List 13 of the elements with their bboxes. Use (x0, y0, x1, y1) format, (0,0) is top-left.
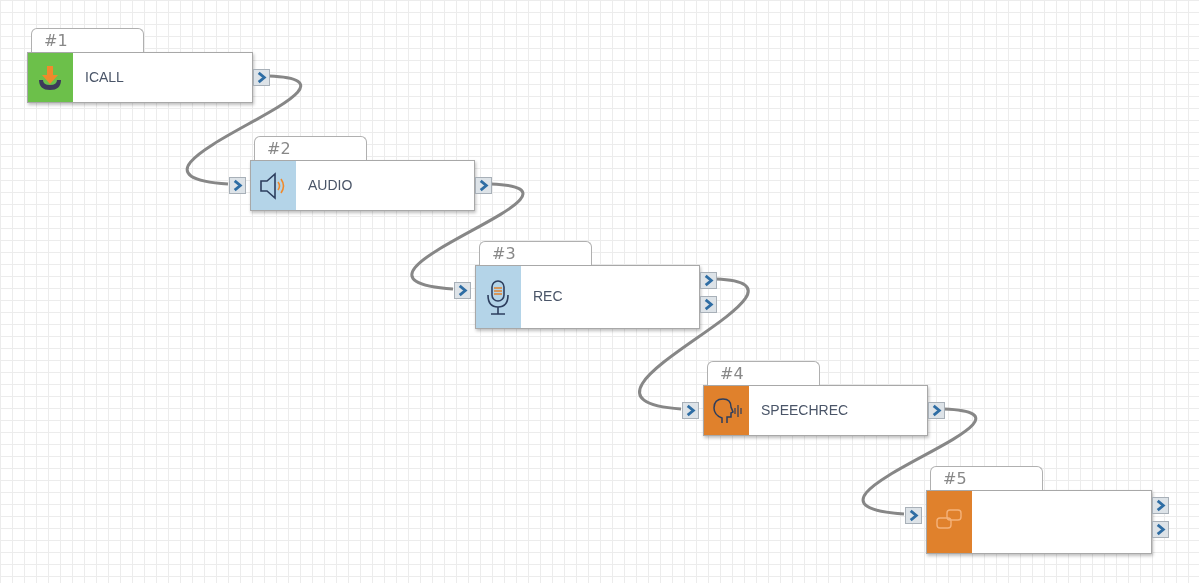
node-label: SPEECHREC (761, 401, 849, 418)
connector-wire (186, 74, 302, 186)
node-number: #4 (720, 364, 744, 383)
connector-wire (411, 182, 524, 291)
node-label: REC (533, 288, 563, 304)
connector-wire (639, 277, 750, 411)
connector-wire (862, 407, 977, 516)
node-label: AUDIO (308, 176, 353, 193)
node-label: ICALL (85, 68, 124, 85)
node-number: #3 (492, 244, 516, 263)
node-number: #1 (44, 31, 68, 50)
node-number: #5 (943, 469, 967, 488)
node-number: #2 (267, 139, 291, 158)
